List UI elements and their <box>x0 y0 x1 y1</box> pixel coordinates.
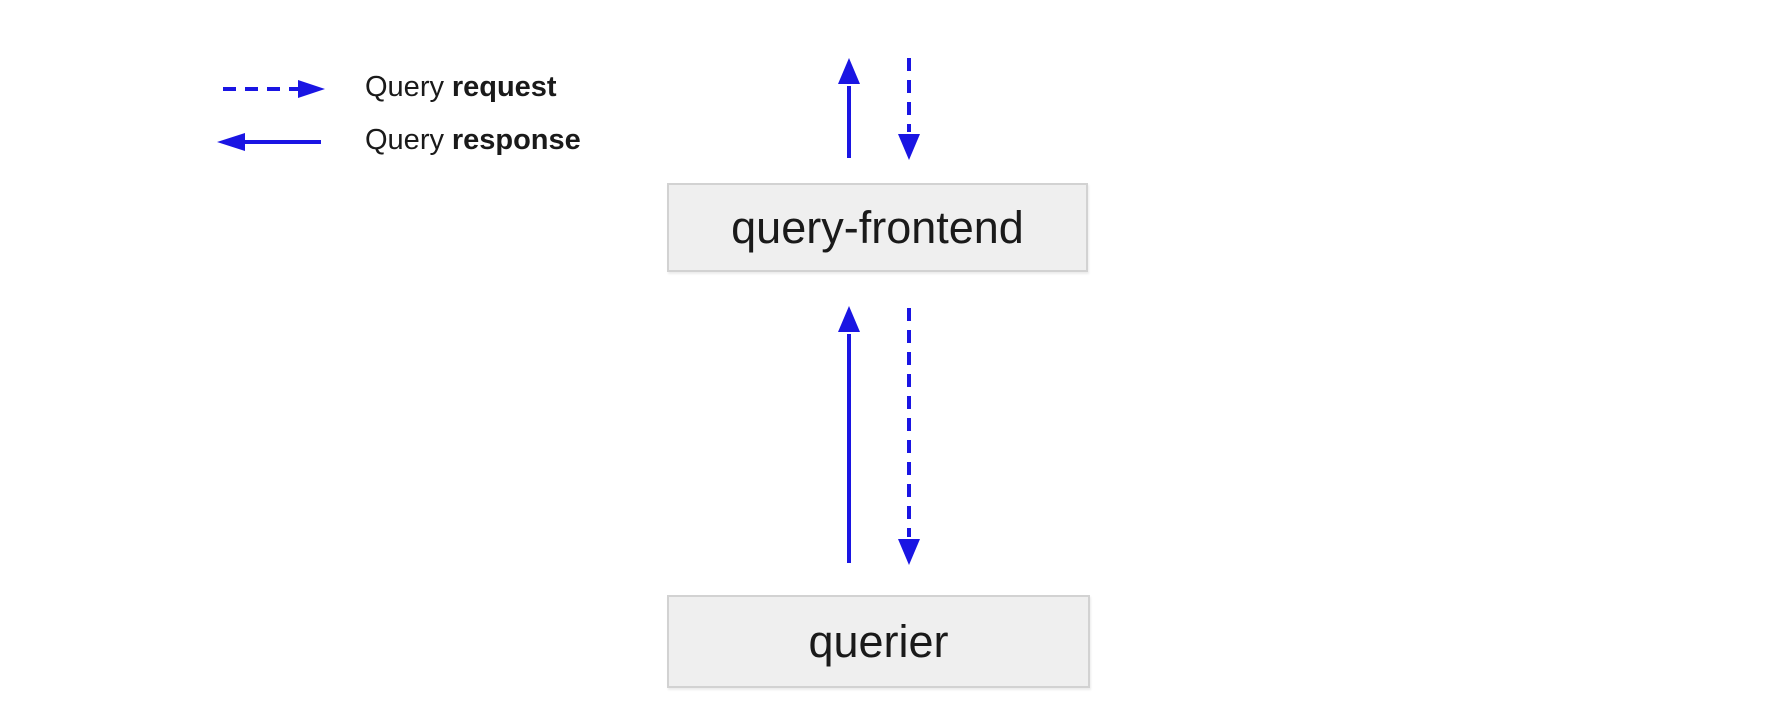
legend-label-response-prefix: Query <box>365 124 444 156</box>
legend-label-request-bold: request <box>451 71 557 103</box>
query-request-frontend-to-querier-arrowhead <box>898 539 920 565</box>
legend-label-response-bold: response <box>451 124 581 156</box>
query-request-dashed-arrow-icon <box>223 80 325 98</box>
node-query-frontend: query-frontend <box>667 183 1088 272</box>
node-query-frontend-label: query-frontend <box>731 201 1024 253</box>
legend-label-request-prefix: Query <box>365 71 444 103</box>
query-request-client-to-frontend-arrowhead <box>898 134 920 160</box>
query-response-solid-arrow-icon <box>217 133 321 151</box>
node-querier-label: querier <box>808 615 949 667</box>
query-response-querier-to-frontend-arrowhead <box>838 306 860 332</box>
query-response-frontend-to-client-arrowhead <box>838 58 860 84</box>
node-querier: querier <box>667 595 1090 688</box>
